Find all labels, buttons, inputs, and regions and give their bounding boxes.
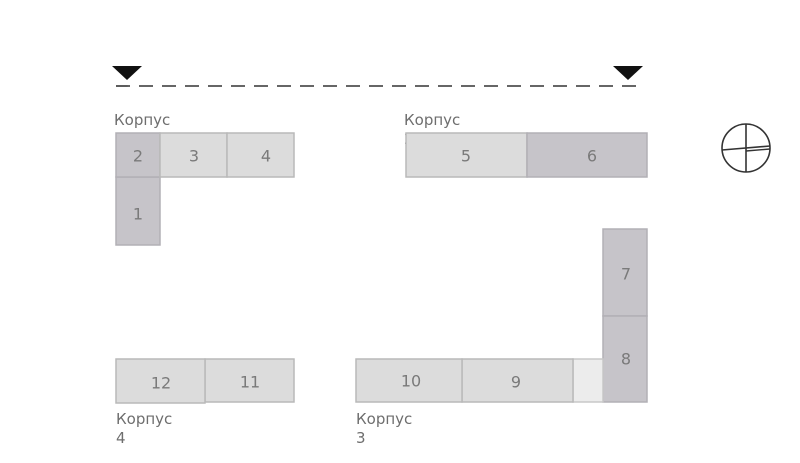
triangle-down-icon (112, 66, 142, 80)
block-9[interactable]: 9 (461, 358, 574, 403)
svg-text:5: 5 (461, 147, 471, 166)
triangle-down-icon (613, 66, 643, 80)
block-12[interactable]: 12 (115, 358, 206, 404)
corpus-3-label: Корпус 3 (356, 410, 412, 447)
svg-text:Корпус: Корпус (116, 410, 172, 428)
compass-icon (721, 123, 771, 173)
connector-block (572, 358, 604, 403)
svg-text:12: 12 (151, 374, 171, 393)
svg-text:Корпус: Корпус (114, 111, 170, 129)
svg-text:7: 7 (621, 265, 631, 284)
corpus-4-label: Корпус 4 (116, 410, 172, 447)
block-11[interactable]: 11 (204, 358, 295, 403)
svg-text:4: 4 (116, 429, 126, 447)
block-6[interactable]: 6 (526, 132, 648, 178)
svg-text:3: 3 (189, 147, 199, 166)
svg-text:11: 11 (240, 373, 260, 392)
svg-text:8: 8 (621, 350, 631, 369)
svg-text:1: 1 (133, 205, 143, 224)
block-7[interactable]: 7 (602, 228, 648, 317)
block-8[interactable]: 8 (602, 315, 648, 403)
block-2[interactable]: 2 (115, 132, 161, 178)
svg-text:2: 2 (133, 147, 143, 166)
block-1[interactable]: 1 (115, 176, 161, 246)
svg-text:Корпус: Корпус (356, 410, 412, 428)
svg-text:4: 4 (261, 147, 271, 166)
svg-text:10: 10 (401, 372, 421, 391)
svg-text:Корпус: Корпус (404, 111, 460, 129)
svg-text:3: 3 (356, 429, 366, 447)
block-5[interactable]: 5 (405, 132, 528, 178)
svg-text:6: 6 (587, 147, 597, 166)
block-4[interactable]: 4 (226, 132, 295, 178)
svg-text:9: 9 (511, 373, 521, 392)
block-10[interactable]: 10 (355, 358, 463, 403)
block-3[interactable]: 3 (159, 132, 228, 178)
